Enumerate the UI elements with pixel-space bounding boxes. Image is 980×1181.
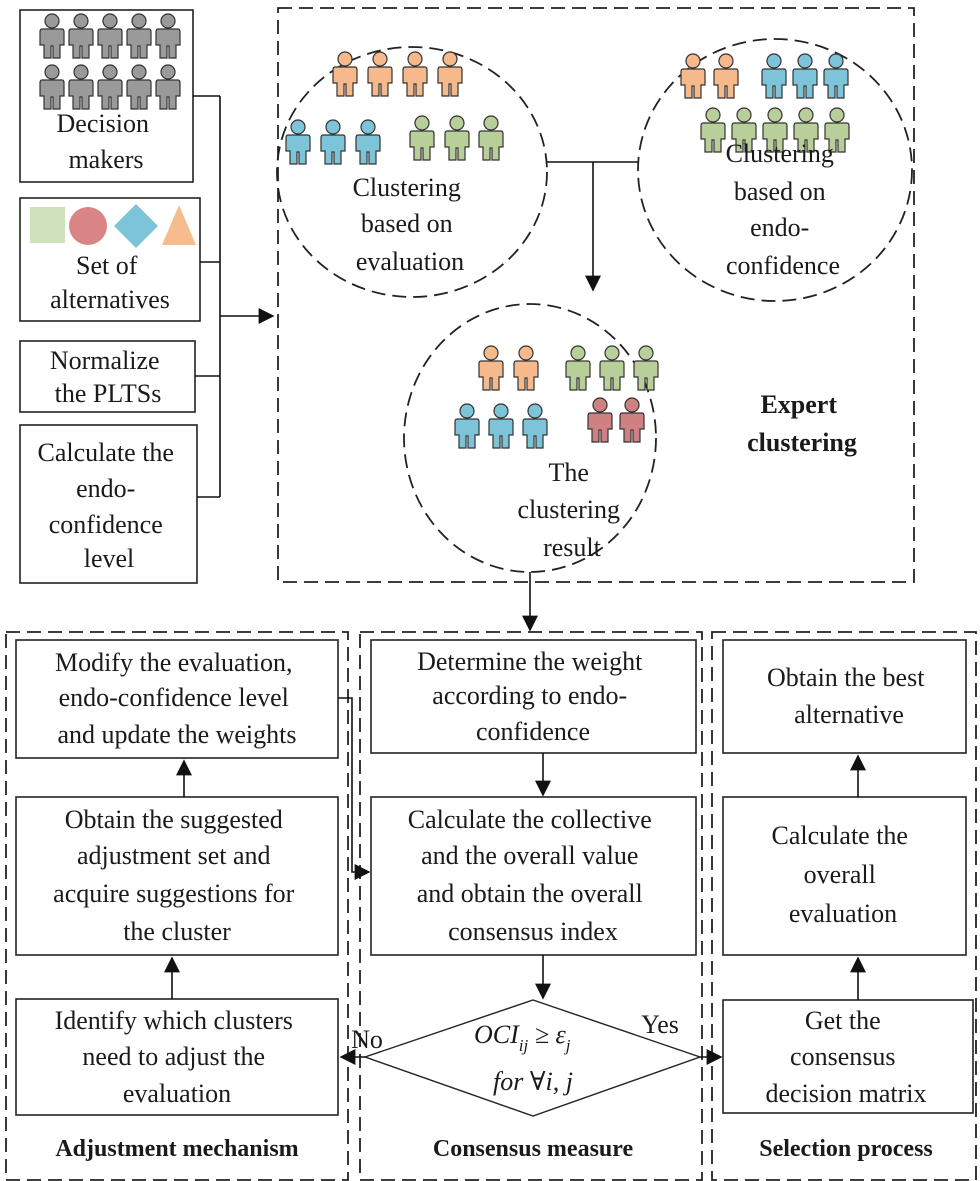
person-icon <box>700 107 726 153</box>
person-icon <box>761 53 787 99</box>
triangle-icon <box>162 205 196 245</box>
cluster-evaluation-label: Clustering based on evaluation <box>353 173 468 276</box>
person-icon <box>402 51 428 97</box>
person-icon <box>762 107 788 153</box>
cluster-evaluation-circle <box>276 46 548 298</box>
determine-weight-box <box>370 639 697 754</box>
cluster-connectors <box>522 161 638 632</box>
overall-evaluation-box <box>722 796 967 956</box>
person-icon <box>619 397 645 443</box>
consensus-measure-label: Consensus measure <box>433 1136 634 1162</box>
normalize-box <box>19 340 196 413</box>
calculate-collective-text: Calculate the collective and the overall… <box>408 805 659 946</box>
person-icon <box>793 107 819 153</box>
best-alternative-text: Obtain the best alternative <box>767 663 931 729</box>
person-icon <box>437 51 463 97</box>
flow-arrows <box>164 697 866 1065</box>
person-icon <box>522 403 548 449</box>
normalize-label: Normalize the PLTSs <box>50 346 166 408</box>
person-icon <box>680 53 706 99</box>
adjustment-mechanism-label: Adjustment mechanism <box>55 1136 298 1162</box>
expert-clustering-title: Expert clustering <box>747 390 857 457</box>
person-icon <box>126 64 152 110</box>
person-icon <box>68 13 94 59</box>
person-icon <box>367 51 393 97</box>
condition-top: OCIij ≥ εj <box>474 1020 571 1055</box>
person-icon <box>444 115 470 161</box>
best-alternative-box <box>722 639 967 754</box>
person-icon <box>97 13 123 59</box>
expert-clustering-panel <box>277 7 915 583</box>
modify-evaluation-text: Modify the evaluation, endo-confidence l… <box>55 648 299 749</box>
consensus-condition-diamond <box>362 999 703 1117</box>
person-icon <box>478 345 504 391</box>
endo-confidence-label: Calculate the endo- confidence level <box>38 438 181 573</box>
person-icon <box>355 119 381 165</box>
person-icon <box>488 403 514 449</box>
input-connectors <box>193 95 275 498</box>
calculate-collective-box <box>370 796 697 956</box>
circle-icon <box>69 207 107 245</box>
person-icon <box>731 107 757 153</box>
square-icon <box>30 207 65 243</box>
person-icon <box>587 397 613 443</box>
consensus-matrix-text: Get the consensus decision matrix <box>765 1006 926 1108</box>
overall-evaluation-text: Calculate the overall evaluation <box>772 821 915 928</box>
person-icon <box>599 345 625 391</box>
cluster-people-icons <box>285 51 850 449</box>
modify-evaluation-box <box>15 639 339 759</box>
person-icon <box>155 64 181 110</box>
endo-confidence-box <box>19 424 198 584</box>
alternatives-label: Set of alternatives <box>50 251 170 314</box>
decision-makers-label: Decision makers <box>57 109 156 174</box>
person-icon <box>332 51 358 97</box>
person-icon <box>39 64 65 110</box>
suggested-adjustment-box <box>15 796 339 956</box>
suggested-adjustment-text: Obtain the suggested adjustment set and … <box>53 805 301 946</box>
person-icon <box>39 13 65 59</box>
person-icon <box>409 115 435 161</box>
diamond-icon <box>114 204 158 248</box>
person-icon <box>513 345 539 391</box>
decision-makers-icons <box>39 13 181 110</box>
person-icon <box>155 13 181 59</box>
cluster-result-label: The clustering result <box>517 458 626 562</box>
person-icon <box>633 345 659 391</box>
person-icon <box>68 64 94 110</box>
alternative-shapes <box>30 204 196 248</box>
person-icon <box>713 53 739 99</box>
person-icon <box>285 119 311 165</box>
yes-label: Yes <box>641 1010 679 1039</box>
cluster-result-circle <box>403 303 657 573</box>
identify-clusters-text: Identify which clusters need to adjust t… <box>55 1006 300 1108</box>
person-icon <box>823 53 849 99</box>
person-icon <box>320 119 346 165</box>
consensus-matrix-box <box>722 999 974 1114</box>
determine-weight-text: Determine the weight according to endo- … <box>417 647 649 746</box>
person-icon <box>454 403 480 449</box>
adjustment-column <box>5 631 349 1181</box>
consensus-column <box>359 631 703 1181</box>
selection-process-label: Selection process <box>759 1136 933 1162</box>
person-icon <box>565 345 591 391</box>
selection-column <box>711 631 977 1181</box>
condition-bottom: for ∀i, j <box>493 1067 573 1096</box>
person-icon <box>478 115 504 161</box>
cluster-endo-label: Clustering based on endo- confidence <box>726 139 841 280</box>
person-icon <box>792 53 818 99</box>
person-icon <box>126 13 152 59</box>
no-label: No <box>351 1025 383 1054</box>
identify-clusters-box <box>15 998 339 1116</box>
person-icon <box>97 64 123 110</box>
cluster-endo-circle <box>637 38 913 302</box>
person-icon <box>824 107 850 153</box>
